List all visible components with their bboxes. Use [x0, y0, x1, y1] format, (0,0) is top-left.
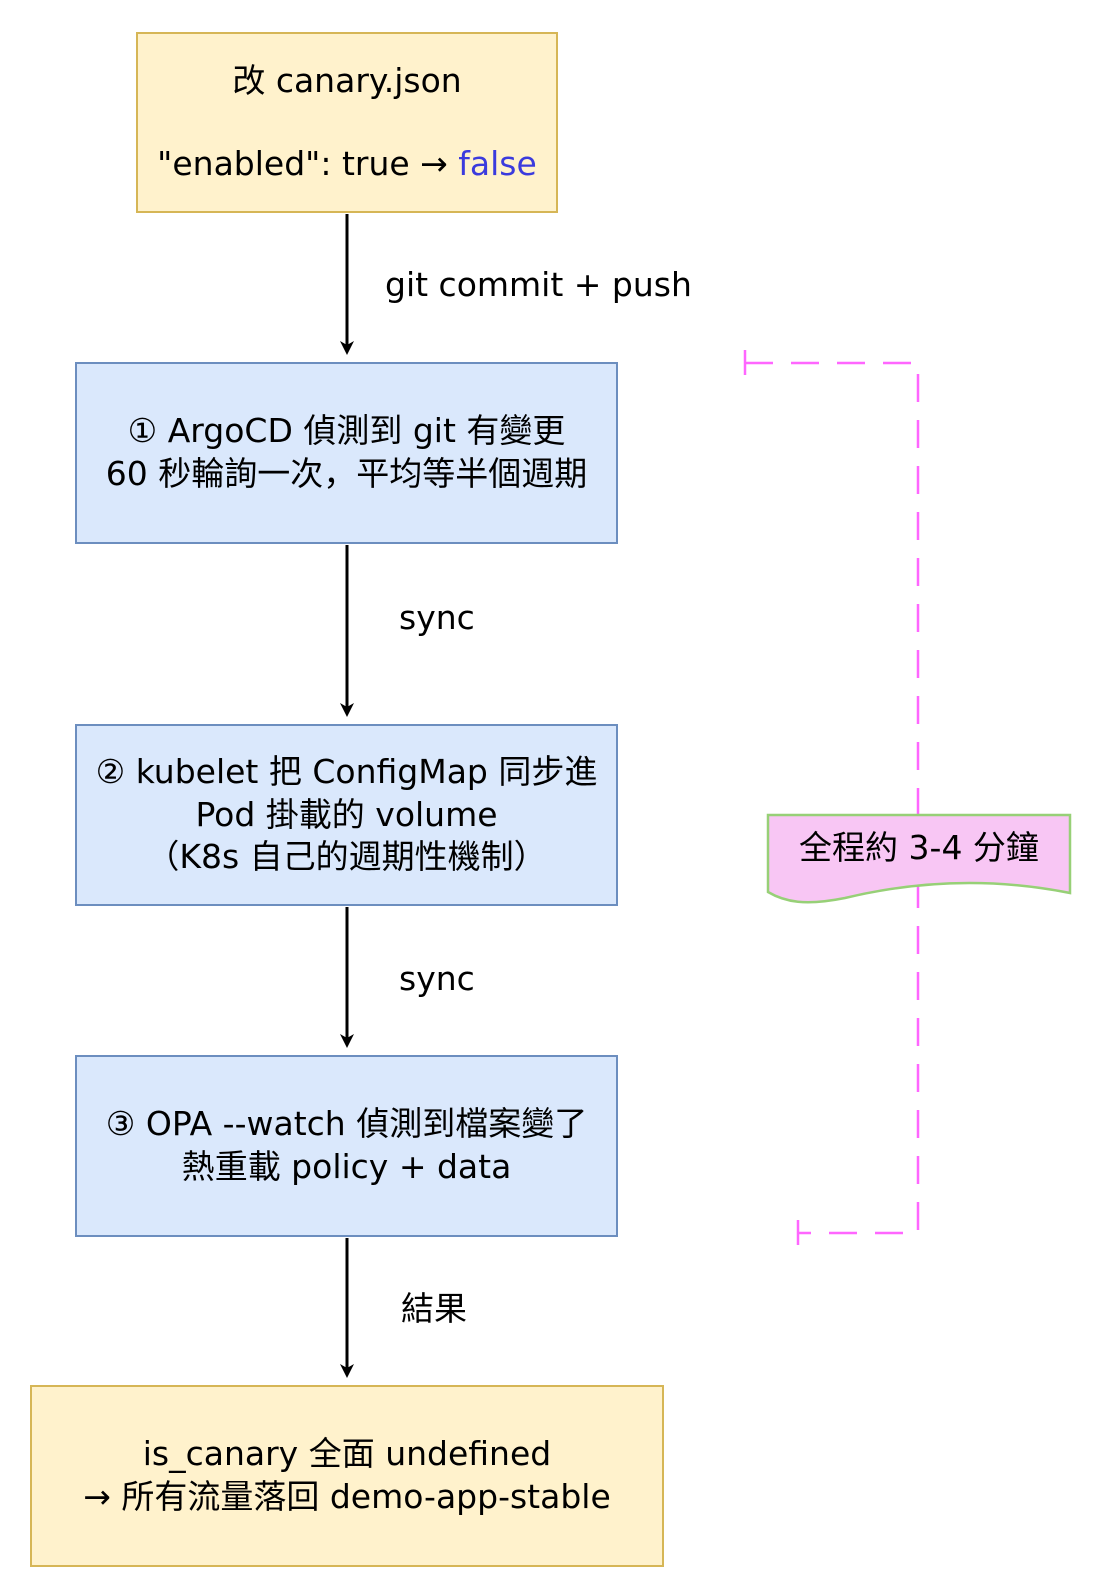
- node-kubelet-line3: （K8s 自己的週期性機制）: [146, 837, 547, 877]
- node-change-canary-json: 改 canary.json "enabled": true → false: [136, 32, 558, 213]
- node-result-line2: → 所有流量落回 demo-app-stable: [83, 1477, 611, 1516]
- edge-label-result: 結果: [401, 1289, 467, 1328]
- time-span-bracket: [743, 350, 920, 1245]
- node-kubelet-sync: ② kubelet 把 ConfigMap 同步進 Pod 掛載的 volume…: [75, 724, 618, 906]
- edge-label-sync-2: sync: [399, 959, 475, 998]
- node-opa-line1: ③ OPA --watch 偵測到檔案變了: [105, 1104, 588, 1144]
- node-result-line1: is_canary 全面 undefined: [142, 1434, 552, 1474]
- node-start-enabled-change: "enabled": true → false: [157, 143, 537, 186]
- node-argocd-line1: ① ArgoCD 偵測到 git 有變更: [127, 411, 566, 451]
- enabled-change-prefix: "enabled": true →: [157, 143, 459, 183]
- edge-label-git-commit: git commit + push: [385, 265, 692, 304]
- node-argocd-line2: 60 秒輪詢一次，平均等半個週期: [105, 454, 588, 493]
- node-kubelet-line2: Pod 掛載的 volume: [195, 794, 498, 834]
- node-result: is_canary 全面 undefined → 所有流量落回 demo-app…: [30, 1385, 664, 1567]
- node-argocd-detect: ① ArgoCD 偵測到 git 有變更 60 秒輪詢一次，平均等半個週期: [75, 362, 618, 544]
- node-start-title: 改 canary.json: [232, 60, 462, 100]
- node-opa-watch: ③ OPA --watch 偵測到檔案變了 熱重載 policy + data: [75, 1055, 618, 1237]
- note-shape: [766, 813, 1072, 904]
- node-opa-line2: 熱重載 policy + data: [181, 1147, 512, 1186]
- edge-label-sync-1: sync: [399, 598, 475, 637]
- node-kubelet-line1: ② kubelet 把 ConfigMap 同步進: [95, 751, 598, 791]
- enabled-false-value: false: [458, 143, 537, 183]
- note-total-time: 全程約 3-4 分鐘: [799, 828, 1039, 867]
